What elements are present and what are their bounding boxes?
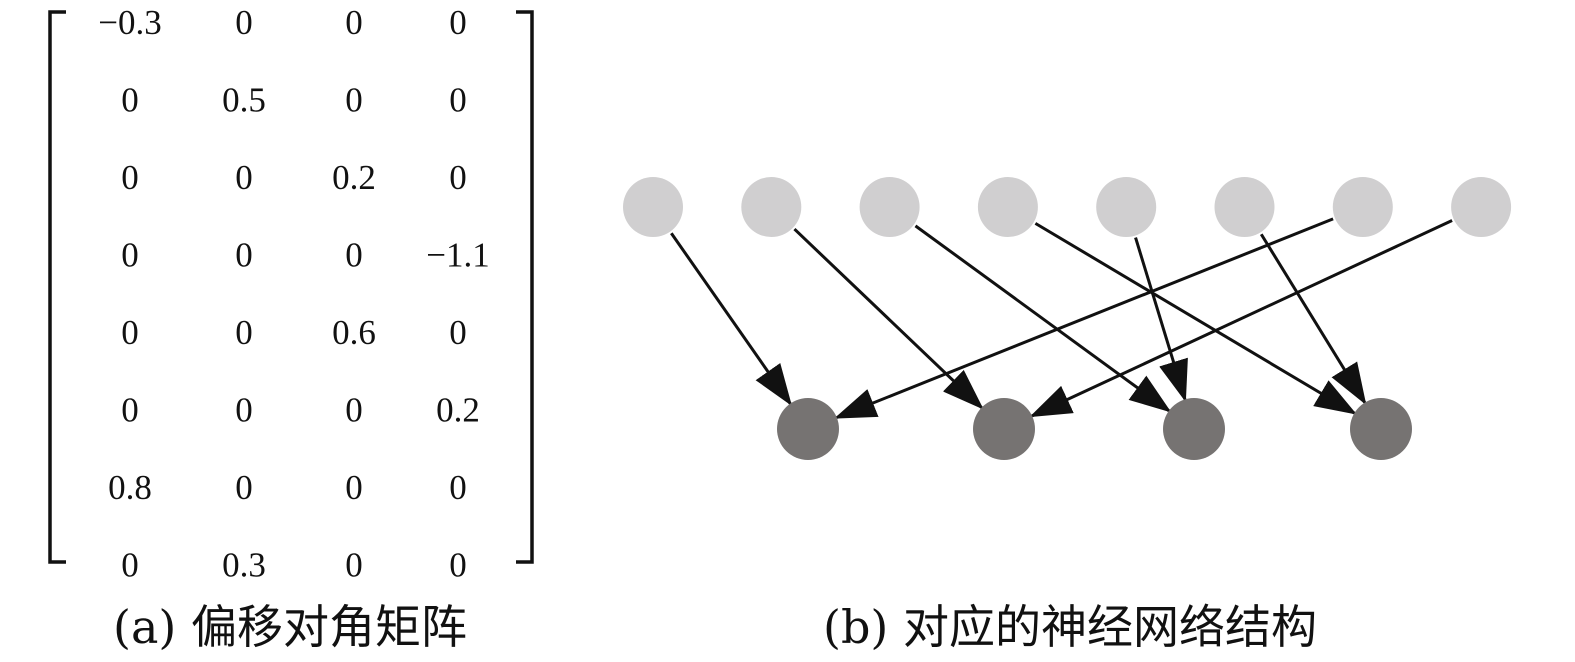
matrix-cell: 0.2 xyxy=(436,391,480,430)
matrix-cell: 0 xyxy=(235,468,253,507)
matrix-cell: 0 xyxy=(121,81,139,120)
matrix-cell: 0 xyxy=(235,391,253,430)
matrix-cells: −0.3 0 0 0 0 0.5 0 0 0 0 0.2 0 0 0 0 −1.1 0 0 0.6 0 0 0 0 0.2 0.… xyxy=(98,3,490,585)
caption-b: (b) 对应的神经网络结构 xyxy=(823,600,1317,654)
left-bracket xyxy=(48,10,66,564)
input-node xyxy=(1096,177,1157,237)
input-node xyxy=(977,177,1038,237)
network-nodes xyxy=(623,177,1512,460)
network-edge xyxy=(670,232,792,407)
matrix-cell: 0 xyxy=(449,468,467,507)
input-node xyxy=(859,177,920,237)
matrix-cell: 0 xyxy=(121,158,139,197)
matrix-cell: 0 xyxy=(449,313,467,352)
input-node xyxy=(1332,177,1393,237)
matrix-cell: 0 xyxy=(449,81,467,120)
matrix-cell: 0.8 xyxy=(108,468,152,507)
caption-a: (a) 偏移对角矩阵 xyxy=(113,600,467,654)
matrix-cell: 0.5 xyxy=(222,81,266,120)
matrix-cell: 0 xyxy=(235,236,253,275)
matrix-cell: 0 xyxy=(449,158,467,197)
network-edges xyxy=(670,217,1453,419)
matrix-cell: 0 xyxy=(449,3,467,42)
matrix-cell: 0 xyxy=(235,313,253,352)
output-node xyxy=(973,398,1035,460)
matrix-cell: 0.2 xyxy=(332,158,376,197)
matrix-cell: 0 xyxy=(345,81,363,120)
matrix-cell: −1.1 xyxy=(426,236,490,275)
matrix-cell: 0 xyxy=(345,546,363,585)
input-node xyxy=(1451,177,1512,237)
matrix-cell: 0.6 xyxy=(332,313,376,352)
matrix-cell: 0 xyxy=(235,3,253,42)
network-edge xyxy=(914,224,1172,413)
network-edge xyxy=(1259,233,1367,406)
matrix-cell: 0 xyxy=(449,546,467,585)
output-node xyxy=(1163,398,1225,460)
network-edge xyxy=(1134,237,1188,403)
matrix-cell: 0 xyxy=(121,236,139,275)
network-edge xyxy=(1029,219,1453,418)
network-edge xyxy=(793,228,984,410)
matrix-cell: 0 xyxy=(121,313,139,352)
network-panel: (b) 对应的神经网络结构 xyxy=(623,177,1512,654)
matrix-cell: 0.3 xyxy=(222,546,266,585)
matrix-cell: 0 xyxy=(345,3,363,42)
matrix-cell: 0 xyxy=(345,391,363,430)
matrix-cell: 0 xyxy=(345,236,363,275)
matrix-cell: 0 xyxy=(121,546,139,585)
matrix-cell: −0.3 xyxy=(98,3,162,42)
network-edge xyxy=(1034,222,1357,415)
output-node xyxy=(777,398,839,460)
input-node xyxy=(1214,177,1275,237)
matrix-cell: 0 xyxy=(345,468,363,507)
right-bracket xyxy=(516,10,534,564)
output-node xyxy=(1350,398,1412,460)
matrix-cell: 0 xyxy=(235,158,253,197)
input-node xyxy=(623,177,683,237)
matrix-cell: 0 xyxy=(121,391,139,430)
network-edge xyxy=(833,217,1334,419)
matrix-panel: −0.3 0 0 0 0 0.5 0 0 0 0 0.2 0 0 0 0 −1.1 0 0 0.6 0 0 0 0 0.2 0.… xyxy=(48,3,534,654)
input-node xyxy=(741,177,802,237)
